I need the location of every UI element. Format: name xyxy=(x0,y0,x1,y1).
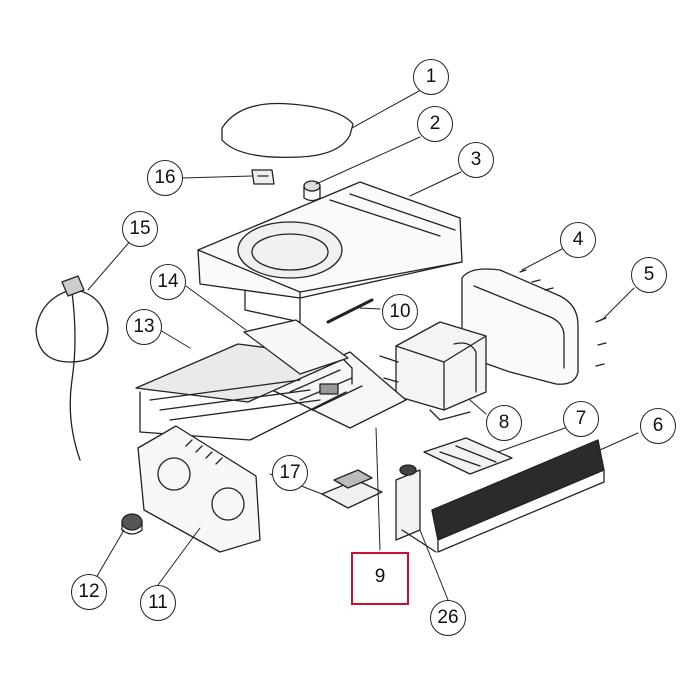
callout-12[interactable]: 12 xyxy=(71,574,107,610)
part-6-heatsink xyxy=(431,439,605,553)
callout-1[interactable]: 1 xyxy=(413,59,449,95)
leader-lines xyxy=(87,90,639,601)
part-16-connector xyxy=(251,169,275,185)
callout-17[interactable]: 17 xyxy=(272,455,308,491)
part-26-bracket xyxy=(395,464,437,553)
callout-5[interactable]: 5 xyxy=(631,257,667,293)
callout-13[interactable]: 13 xyxy=(126,309,162,345)
callout-26[interactable]: 26 xyxy=(430,600,466,636)
part-14-plate xyxy=(243,319,349,375)
callout-15[interactable]: 15 xyxy=(122,211,158,247)
callout-2[interactable]: 2 xyxy=(417,106,453,142)
part-10-rod xyxy=(326,298,374,324)
part-5-screws xyxy=(595,317,607,367)
callout-9[interactable]: 9 xyxy=(362,559,398,595)
part-2-knob xyxy=(303,180,321,202)
part-3-top-housing xyxy=(197,181,463,323)
part-11-front-panel xyxy=(137,425,261,553)
callout-7[interactable]: 7 xyxy=(563,401,599,437)
part-1-gasket xyxy=(221,102,354,159)
highlight-box-part-9 xyxy=(351,552,409,605)
callout-6[interactable]: 6 xyxy=(640,408,676,444)
callout-16[interactable]: 16 xyxy=(147,160,183,196)
part-17-small-board xyxy=(321,469,383,509)
part-12-knob xyxy=(121,513,143,535)
callout-10[interactable]: 10 xyxy=(382,294,418,330)
callout-3[interactable]: 3 xyxy=(458,142,494,178)
part-15-power-cord xyxy=(35,275,109,461)
part-7-bracket xyxy=(423,437,513,475)
callout-4[interactable]: 4 xyxy=(560,222,596,258)
callout-14[interactable]: 14 xyxy=(150,264,186,300)
callout-11[interactable]: 11 xyxy=(140,585,176,621)
callout-8[interactable]: 8 xyxy=(486,405,522,441)
